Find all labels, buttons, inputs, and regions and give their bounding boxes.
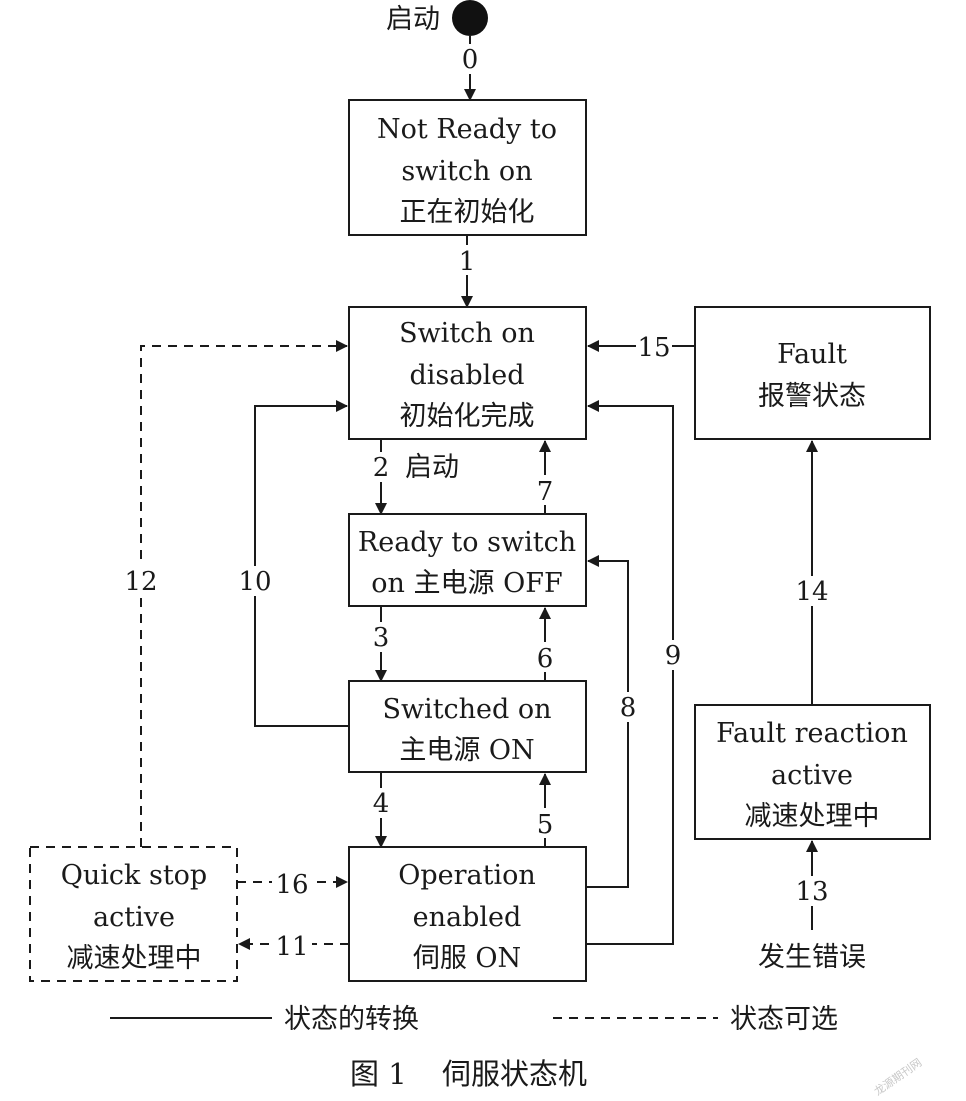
state-fault-reaction-line-3: 减速处理中: [745, 801, 880, 832]
transition-8-label: 8: [620, 693, 637, 723]
transition-0-label: 0: [462, 45, 479, 75]
start-label: 启动: [386, 4, 440, 35]
state-not-ready-line-1: Not Ready to: [377, 114, 557, 145]
error-source-label: 发生错误: [758, 942, 866, 973]
transition-11-label: 11: [275, 932, 308, 962]
transition-2-note: 启动: [405, 452, 459, 483]
start-node: [452, 0, 488, 36]
transition-2-label: 2: [373, 453, 390, 483]
transition-4-label: 4: [373, 789, 390, 819]
state-ready-line-1: Ready to switch: [358, 527, 576, 558]
state-ready-line-2: on 主电源 OFF: [371, 568, 562, 599]
transition-3-label: 3: [373, 623, 390, 653]
state-not-ready-line-2: switch on: [401, 156, 532, 187]
state-switched-on: Switched on 主电源 ON: [348, 680, 587, 773]
watermark: 龙源期刊网: [871, 1055, 924, 1098]
figure-number: 图 1: [350, 1057, 407, 1091]
transition-13-label: 13: [795, 877, 828, 907]
state-quick-stop-line-3: 减速处理中: [67, 943, 202, 974]
transition-12-arrow: [140, 340, 348, 847]
state-fault-reaction-line-2: active: [771, 760, 853, 791]
transition-1-label: 1: [459, 247, 476, 277]
transition-8-arrow: [586, 555, 629, 888]
state-quick-stop-line-2: active: [93, 902, 175, 933]
state-operation-enabled-line-2: enabled: [413, 902, 522, 933]
state-switch-on-disabled: Switch on disabled 初始化完成: [348, 306, 587, 440]
state-fault: Fault 报警状态: [694, 306, 931, 440]
transition-9-label: 9: [665, 641, 682, 671]
state-operation-enabled: Operation enabled 伺服 ON: [348, 846, 587, 982]
state-switch-on-disabled-line-2: disabled: [409, 360, 524, 391]
transition-14-label: 14: [795, 577, 828, 607]
state-ready-to-switch-on: Ready to switch on 主电源 OFF: [348, 513, 587, 607]
state-operation-enabled-line-1: Operation: [398, 860, 536, 891]
state-fault-line-1: Fault: [777, 339, 847, 370]
transition-6-label: 6: [537, 644, 554, 674]
state-switch-on-disabled-line-1: Switch on: [399, 318, 535, 349]
transition-9-arrow: [586, 400, 674, 945]
transition-15-label: 15: [637, 333, 670, 363]
transition-10-label: 10: [238, 567, 271, 597]
state-not-ready-to-switch-on: Not Ready to switch on 正在初始化: [348, 99, 587, 236]
transition-5-label: 5: [537, 810, 554, 840]
transition-16-label: 16: [275, 870, 308, 900]
state-operation-enabled-line-3: 伺服 ON: [413, 943, 521, 974]
state-fault-line-2: 报警状态: [758, 381, 866, 412]
state-not-ready-line-3: 正在初始化: [400, 197, 535, 228]
state-quick-stop-line-1: Quick stop: [61, 860, 207, 891]
state-quick-stop-active: Quick stop active 减速处理中: [29, 846, 238, 982]
transition-12-label: 12: [124, 567, 157, 597]
state-fault-reaction-active: Fault reaction active 减速处理中: [694, 704, 931, 840]
legend-solid-label: 状态的转换: [284, 1004, 419, 1035]
legend-dashed-label: 状态可选: [730, 1004, 838, 1035]
state-switched-on-line-2: 主电源 ON: [399, 735, 534, 766]
state-fault-reaction-line-1: Fault reaction: [716, 718, 908, 749]
state-switched-on-line-1: Switched on: [382, 694, 551, 725]
state-switch-on-disabled-line-3: 初始化完成: [400, 401, 535, 432]
figure-title: 伺服状态机: [442, 1057, 587, 1091]
transition-7-label: 7: [537, 477, 554, 507]
